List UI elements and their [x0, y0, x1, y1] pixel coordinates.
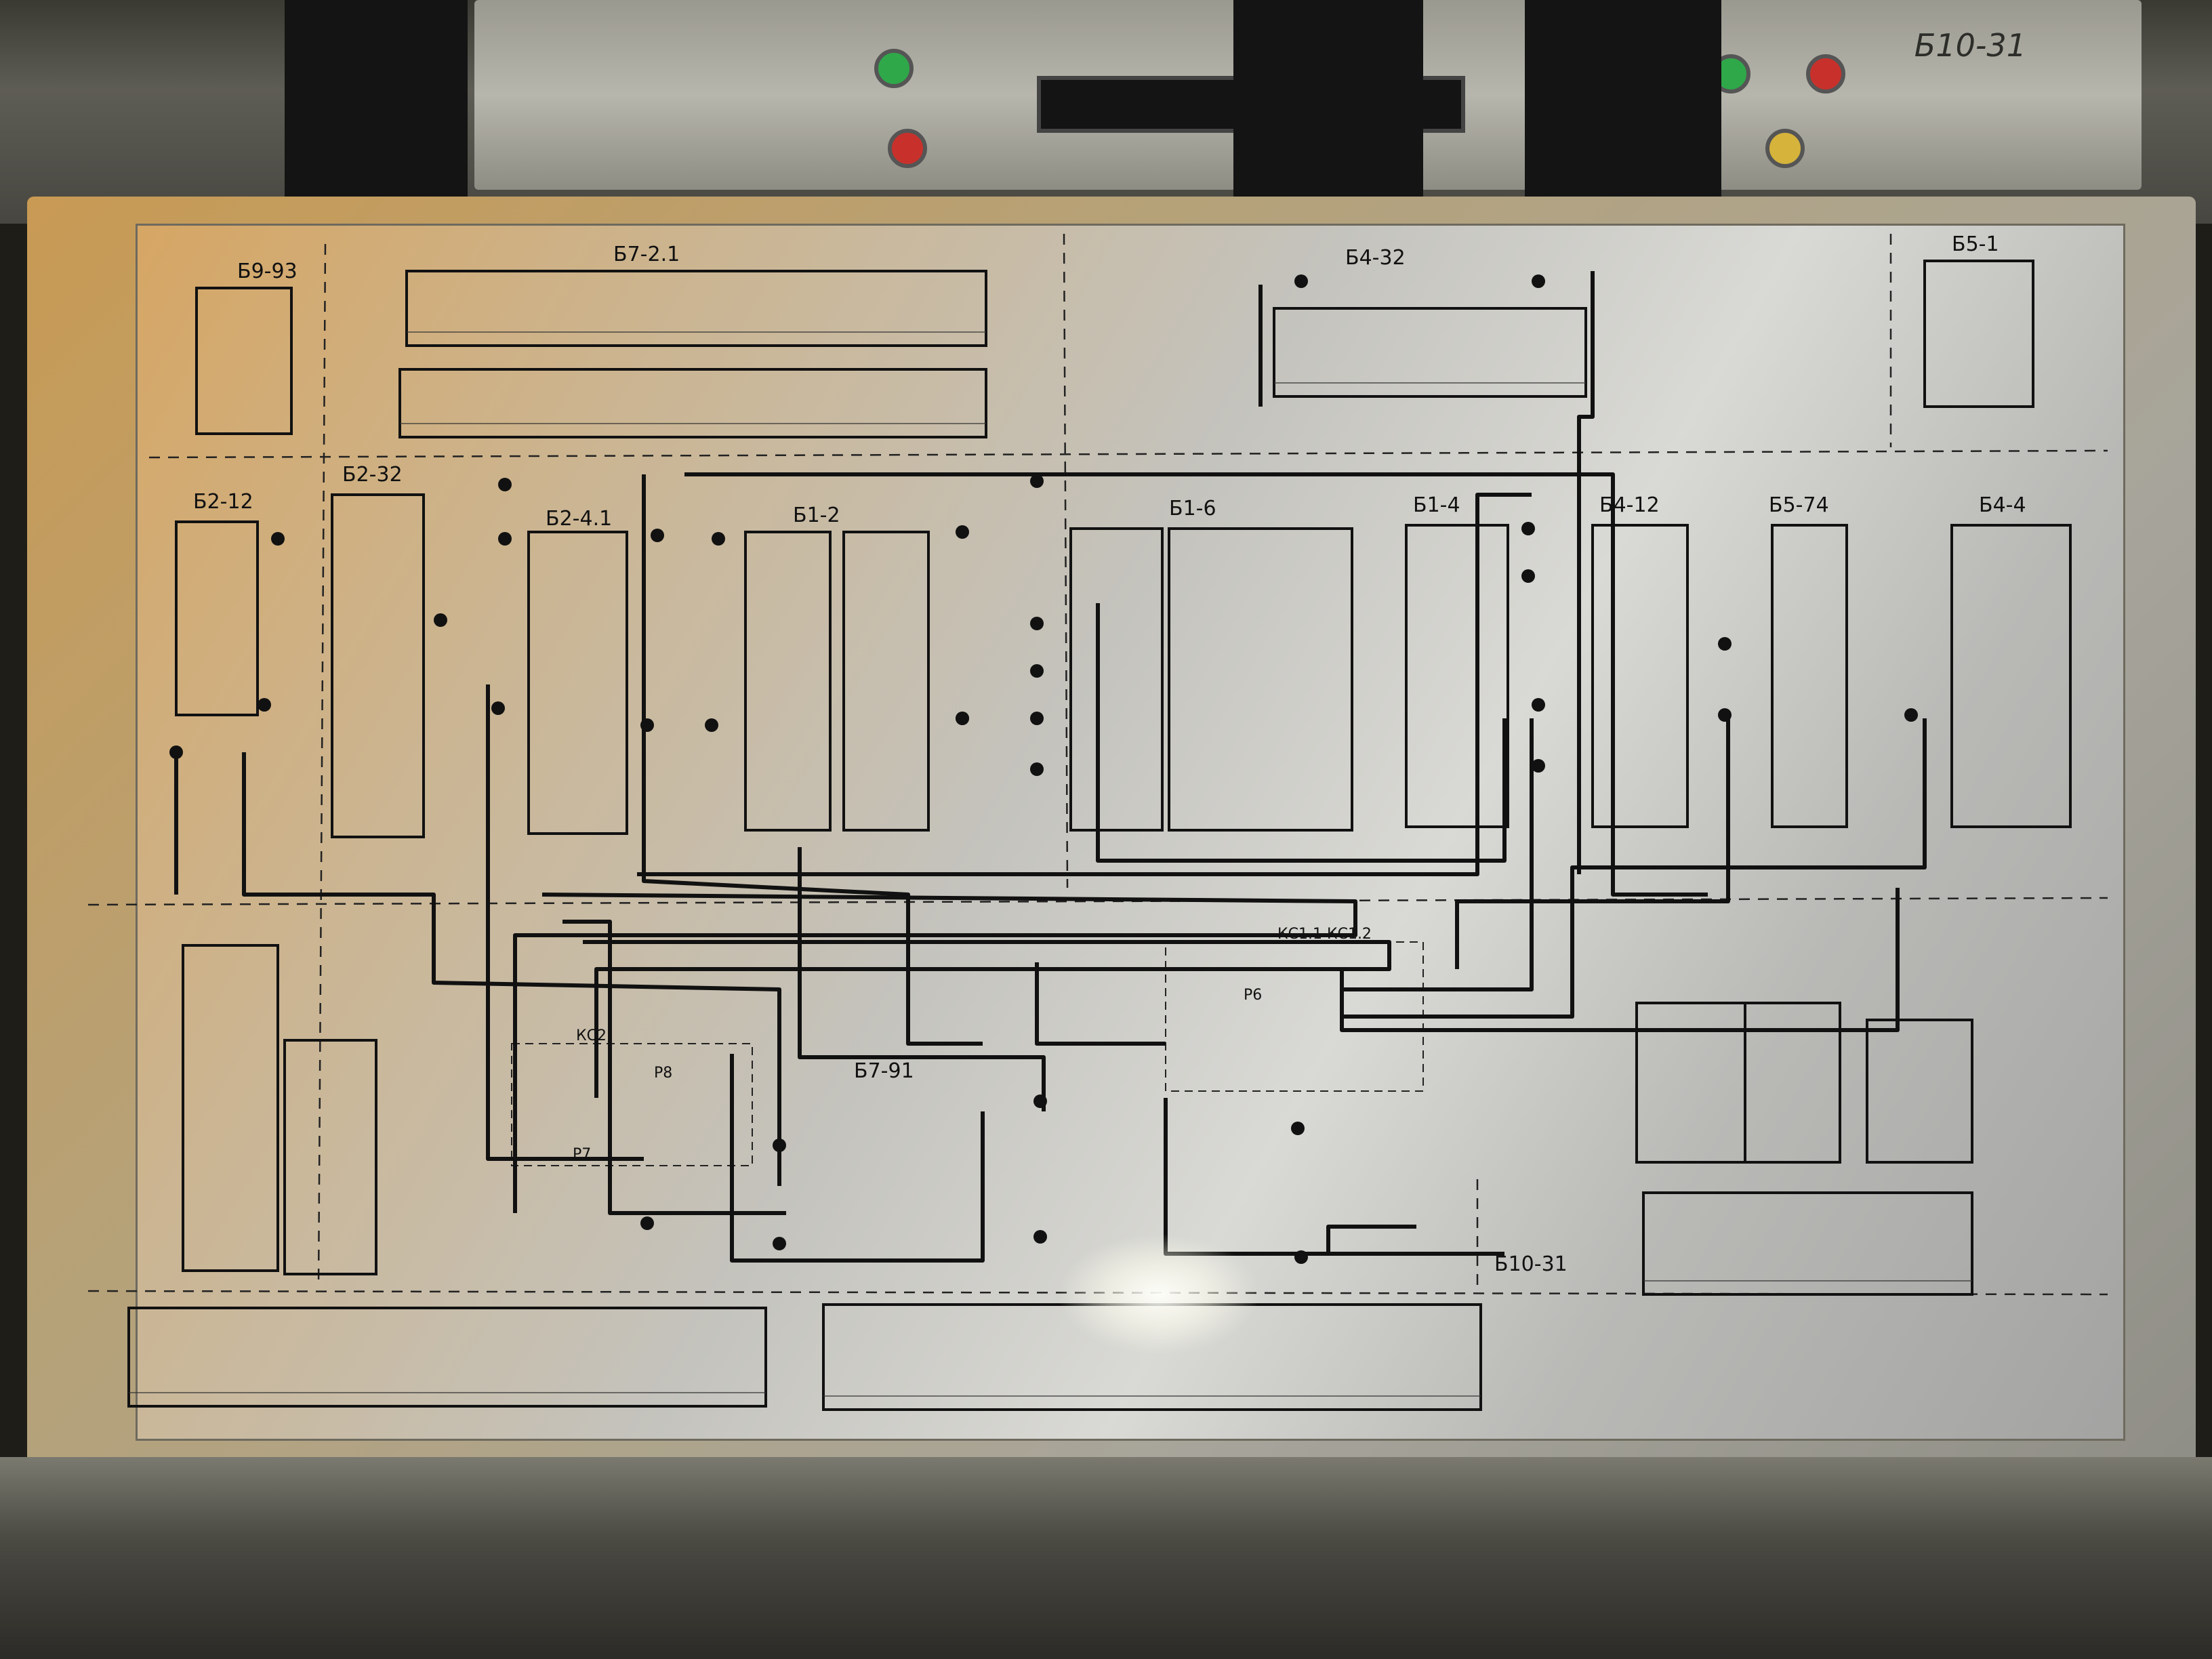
rear-instrument-label: Б10-31 [1914, 27, 2026, 64]
block-label-b5-1: Б5-1 [1952, 232, 1999, 256]
block-label-b2-12: Б2-12 [193, 490, 253, 514]
block-label-b1-6: Б1-6 [1169, 497, 1216, 520]
block-label-b4-4: Б4-4 [1979, 493, 2026, 517]
block-label-b10-31: Б10-31 [1494, 1252, 1568, 1276]
relay-label-p6: Р6 [1244, 987, 1262, 1004]
strap-middle [1233, 0, 1423, 203]
terminal-strips [127, 260, 2072, 1411]
block-label-b9-93: Б9-93 [237, 260, 298, 283]
block-label-b2-4-1: Б2-4.1 [546, 507, 612, 531]
indicator-yellow [1765, 129, 1805, 168]
relay-label-p8: Р8 [654, 1065, 672, 1082]
indicator-green-1 [874, 49, 914, 88]
indicator-red-2 [1806, 54, 1845, 94]
block-label-b4-12: Б4-12 [1599, 493, 1660, 517]
wires [174, 271, 1927, 1263]
bench-bottom [0, 1457, 2212, 1659]
strap-left [285, 0, 468, 203]
block-label-b1-2: Б1-2 [793, 504, 840, 527]
relay-label-p7: Р7 [573, 1146, 591, 1163]
block-label-b4-32: Б4-32 [1345, 246, 1406, 270]
terminal-rulings [129, 331, 1972, 1397]
block-label-b2-32: Б2-32 [342, 463, 403, 487]
block-label-b7-2-1: Б7-2.1 [613, 243, 680, 266]
indicator-red-1 [888, 129, 927, 168]
block-label-b5-74: Б5-74 [1769, 493, 1829, 517]
relay-boxes [511, 941, 1424, 1166]
strap-right [1525, 0, 1721, 203]
relay-label-kc2: КС2 [576, 1027, 607, 1044]
block-label-b7-91: Б7-91 [854, 1059, 914, 1083]
block-label-b1-4: Б1-4 [1413, 493, 1460, 517]
flash-glare [1057, 1233, 1261, 1355]
relay-label-kc1: КС1.1 КС1.2 [1277, 926, 1372, 943]
jack-sockets [169, 274, 1918, 1264]
